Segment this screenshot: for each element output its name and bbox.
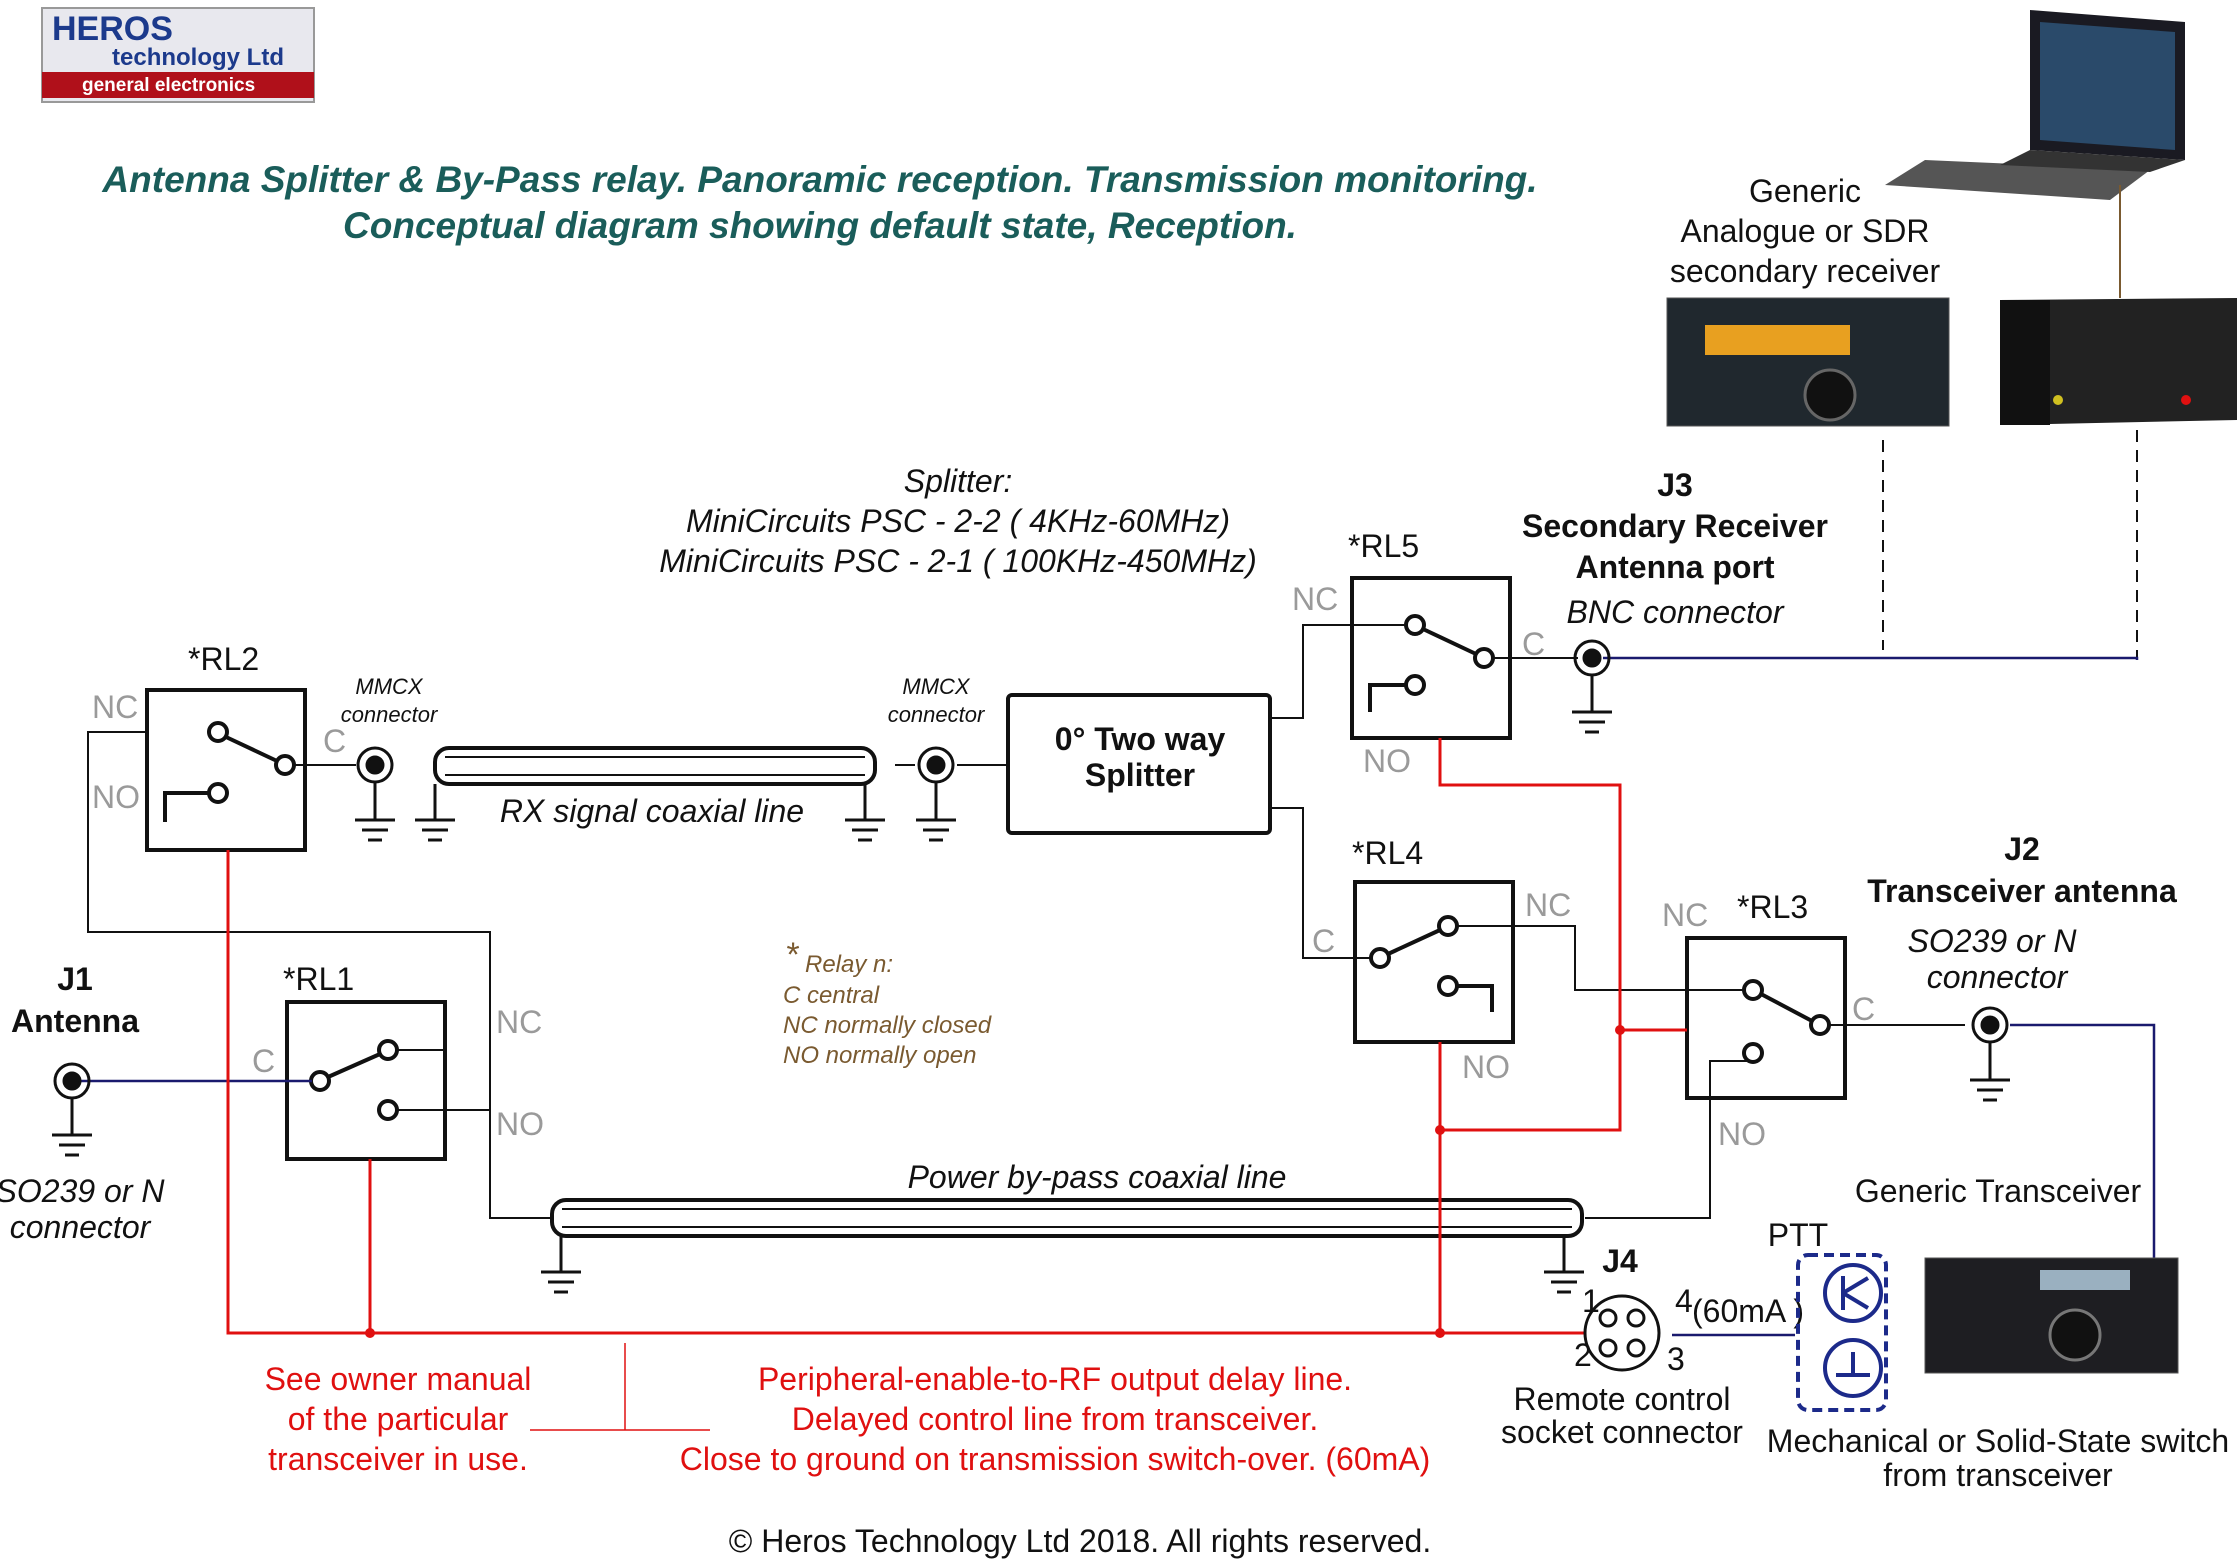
j4-p4: 4 bbox=[1675, 1283, 1693, 1319]
logo-line1: HEROS bbox=[52, 10, 173, 48]
owner_note-line3: transceiver in use. bbox=[268, 1441, 528, 1477]
j3-id: J3 bbox=[1657, 467, 1693, 503]
pins-no: NO bbox=[1462, 1049, 1510, 1085]
pins-c: C bbox=[323, 723, 346, 759]
j1-conn2: connector bbox=[10, 1209, 152, 1245]
pins-no: NO bbox=[92, 779, 140, 815]
j2-conn1: SO239 or N bbox=[1908, 923, 2078, 959]
logo-line3: general electronics bbox=[82, 75, 255, 96]
splitter_note-line2: MiniCircuits PSC - 2-2 ( 4KHz-60MHz) bbox=[686, 503, 1230, 539]
j4-p3: 3 bbox=[1667, 1341, 1685, 1377]
title-line-1: Antenna Splitter & By-Pass relay. Panora… bbox=[101, 159, 1537, 200]
j3-name1: Secondary Receiver bbox=[1522, 508, 1828, 544]
legend-line3: NC normally closed bbox=[783, 1012, 992, 1039]
relays-rl5: *RL5 bbox=[1348, 528, 1419, 564]
rx_line: RX signal coaxial line bbox=[500, 793, 804, 829]
j1-id: J1 bbox=[57, 961, 93, 997]
delay_note-line3: Close to ground on transmission switch-o… bbox=[680, 1441, 1431, 1477]
pins-c: C bbox=[1852, 991, 1875, 1027]
mmcx-line1: MMCX bbox=[355, 674, 424, 699]
pins-nc: NC bbox=[1525, 887, 1571, 923]
j2-id: J2 bbox=[2004, 831, 2040, 867]
legend-line4: NO normally open bbox=[783, 1042, 976, 1069]
pins-no: NO bbox=[1718, 1116, 1766, 1152]
pins-nc: NC bbox=[496, 1004, 542, 1040]
legend-line2: C central bbox=[783, 982, 880, 1009]
j1-name: Antenna bbox=[11, 1003, 139, 1039]
relay-rl4 bbox=[1353, 880, 1515, 1044]
transceiver: Generic Transceiver bbox=[1855, 1173, 2142, 1209]
delay_note-line1: Peripheral-enable-to-RF output delay lin… bbox=[758, 1361, 1352, 1397]
relays-rl4: *RL4 bbox=[1352, 835, 1423, 871]
legend-star: * bbox=[785, 936, 800, 974]
splitter_box-line2: Splitter bbox=[1085, 757, 1195, 793]
bypass-coax-line bbox=[550, 1198, 1584, 1238]
pins-nc: NC bbox=[92, 689, 138, 725]
ptt: PTT bbox=[1768, 1217, 1828, 1253]
pins-c: C bbox=[252, 1043, 275, 1079]
splitter_note-line1: Splitter: bbox=[904, 463, 1012, 499]
receiver-line2: Analogue or SDR bbox=[1680, 213, 1929, 249]
j4-p1: 1 bbox=[1582, 1283, 1600, 1319]
splitter_box-line1: 0° Two way bbox=[1055, 721, 1226, 757]
j4-p2: 2 bbox=[1574, 1337, 1592, 1373]
pins-c: C bbox=[1312, 923, 1335, 959]
pins-c: C bbox=[1522, 626, 1545, 662]
owner_note-line2: of the particular bbox=[288, 1401, 509, 1437]
switch_note-line1: Mechanical or Solid-State switch bbox=[1767, 1423, 2229, 1459]
relays-rl3: *RL3 bbox=[1737, 889, 1808, 925]
j4-connector bbox=[1583, 1294, 1661, 1372]
laptop-image bbox=[1885, 10, 2185, 200]
splitter_note-line3: MiniCircuits PSC - 2-1 ( 100KHz-450MHz) bbox=[659, 543, 1256, 579]
mmcx-line2: connector bbox=[888, 702, 986, 727]
mmcx-line2: connector bbox=[341, 702, 439, 727]
pins-nc: NC bbox=[1292, 581, 1338, 617]
pins-no: NO bbox=[496, 1106, 544, 1142]
bypass_line: Power by-pass coaxial line bbox=[908, 1159, 1287, 1195]
j2-conn2: connector bbox=[1927, 959, 2069, 995]
pins-no: NO bbox=[1363, 743, 1411, 779]
receiver-line3: secondary receiver bbox=[1670, 253, 1941, 289]
copyright: © Heros Technology Ltd 2018. All rights … bbox=[729, 1523, 1431, 1559]
transceiver-image bbox=[1924, 1257, 2179, 1374]
ptt_current: (60mA ) bbox=[1692, 1293, 1804, 1329]
relay-rl2 bbox=[145, 688, 307, 852]
j2-name: Transceiver antenna bbox=[1867, 873, 2177, 909]
switch_note-line2: from transceiver bbox=[1883, 1457, 2113, 1493]
secondary-receiver-image bbox=[1666, 297, 1950, 427]
delay_note-line2: Delayed control line from transceiver. bbox=[792, 1401, 1318, 1437]
title-line-2: Conceptual diagram showing default state… bbox=[343, 205, 1297, 246]
j4-id: J4 bbox=[1602, 1243, 1638, 1279]
receiver-line1: Generic bbox=[1749, 173, 1861, 209]
relays-rl2: *RL2 bbox=[188, 641, 259, 677]
mmcx-line1: MMCX bbox=[902, 674, 971, 699]
rx-coax-line bbox=[433, 746, 877, 786]
heros-logo: HEROS technology Ltd general electronics bbox=[41, 7, 315, 103]
ptt-switch-icon bbox=[1796, 1253, 1888, 1412]
pins-nc: NC bbox=[1662, 897, 1708, 933]
owner_note-line1: See owner manual bbox=[265, 1361, 532, 1397]
j4-name1: Remote control bbox=[1514, 1381, 1731, 1417]
legend-line1: Relay n: bbox=[805, 951, 893, 978]
interface-box-image bbox=[2000, 298, 2237, 425]
j3-name2: Antenna port bbox=[1575, 549, 1774, 585]
j4-name2: socket connector bbox=[1501, 1414, 1743, 1450]
relay-rl3 bbox=[1685, 936, 1847, 1100]
j1-conn1: SO239 or N bbox=[0, 1173, 165, 1209]
logo-line2: technology Ltd bbox=[112, 44, 284, 71]
j3-conn: BNC connector bbox=[1567, 594, 1785, 630]
relays-rl1: *RL1 bbox=[283, 961, 354, 997]
